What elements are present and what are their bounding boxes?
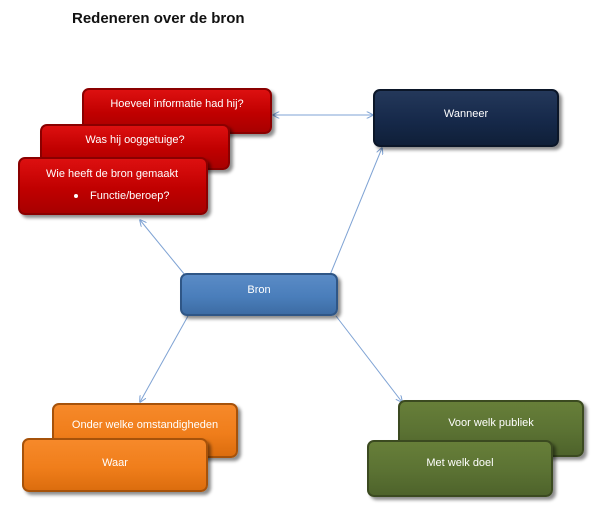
diagram-title: Redeneren over de bron — [72, 10, 245, 27]
node-waar: Waar — [22, 438, 208, 492]
node-functie-label: Functie/beroep? — [90, 190, 170, 202]
node-bron-label: Bron — [247, 284, 271, 296]
node-wanneer: Wanneer — [373, 89, 559, 147]
node-publiek-label: Voor welk publiek — [448, 417, 534, 429]
node-hoeveel-informatie-label: Hoeveel informatie had hij? — [110, 98, 244, 110]
connector-bron-wanneer — [329, 148, 382, 276]
connector-bron-publiek — [335, 315, 402, 402]
node-waar-label: Waar — [102, 457, 128, 469]
node-wie-maakte-bron: Wie heeft de bron gemaakt Functie/beroep… — [18, 157, 208, 215]
node-doel-label: Met welk doel — [426, 457, 494, 469]
connector-bron-omstandigheden — [140, 315, 189, 402]
node-wanneer-label: Wanneer — [443, 108, 489, 120]
node-omstandigheden-label: Onder welke omstandigheden — [71, 419, 219, 431]
connector-bron-wie — [140, 220, 186, 276]
node-bron: Bron — [180, 273, 338, 316]
bullet-functie: Functie/beroep? — [74, 190, 170, 202]
node-doel: Met welk doel — [367, 440, 553, 497]
node-ooggetuige-label: Was hij ooggetuige? — [85, 134, 185, 146]
node-wie-maakte-bron-label: Wie heeft de bron gemaakt — [46, 168, 179, 180]
bullet-dot-icon — [74, 194, 78, 198]
